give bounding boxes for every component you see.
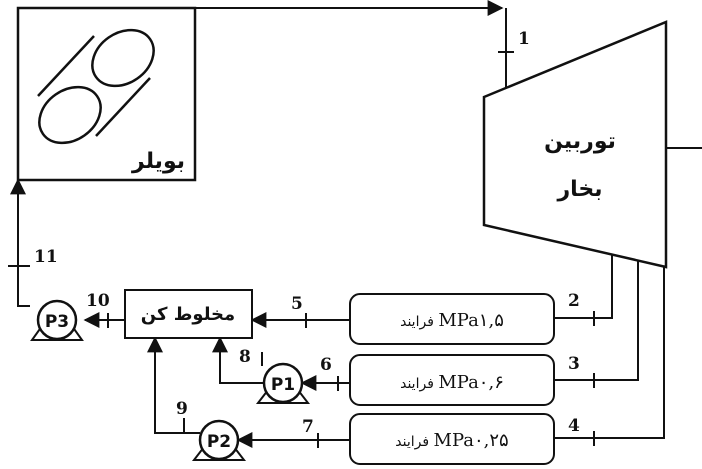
pump-p2-label: P2	[207, 432, 231, 452]
pump-p1: P1	[255, 362, 311, 404]
pump-p1-label: P1	[271, 375, 295, 395]
process-box-1	[349, 293, 555, 345]
state-number-10: 10	[86, 291, 110, 311]
process-2: فرایند MPa۰,۶	[349, 354, 555, 406]
mixer-box	[124, 289, 253, 339]
state-number-6: 6	[320, 355, 332, 375]
process-box-2	[349, 354, 555, 406]
pump-p2-icon	[198, 419, 240, 461]
state-number-8: 8	[239, 347, 251, 367]
boiler-label: بویلر	[131, 149, 185, 174]
process-label-3: فرایند MPa۰,۲۵	[395, 430, 508, 451]
turbine-body	[482, 20, 668, 269]
process-label-1: فرایند MPa۱,۵	[400, 310, 504, 331]
pump-p1-icon	[262, 362, 304, 404]
state-number-11: 11	[34, 247, 58, 267]
state-number-9: 9	[176, 399, 188, 419]
state-number-5: 5	[291, 294, 303, 314]
pump-p3-icon	[36, 299, 78, 341]
turbine-label-line2: بخار	[556, 177, 602, 202]
pipe-extraction-3	[554, 257, 639, 381]
pump-p3-label: P3	[45, 312, 69, 332]
state-ticks	[8, 265, 595, 448]
state-number-1: 1	[518, 29, 530, 49]
process-1: فرایند MPa۱,۵	[349, 293, 555, 345]
state-number-3: 3	[568, 354, 580, 374]
pump-p3: P3	[30, 299, 84, 341]
process-label-2: فرایند MPa۰,۶	[400, 372, 504, 393]
boiler: بویلر	[16, 6, 197, 182]
boiler-box	[16, 6, 197, 182]
state-number-7: 7	[302, 417, 314, 437]
turbine-label-line1: توربین	[544, 129, 616, 154]
mixer: مخلوط کن	[124, 289, 253, 339]
pipe-state-11	[10, 178, 30, 307]
state-number-4: 4	[568, 416, 580, 436]
state-number-2: 2	[568, 291, 580, 311]
pipe-extraction-4	[554, 262, 665, 439]
pipe-state-9	[147, 336, 200, 434]
pump-p2: P2	[191, 419, 247, 461]
pipe-network	[10, 0, 702, 448]
boiler-drum-icon	[37, 28, 155, 145]
process-box-3	[349, 413, 555, 465]
pipe-extraction-2	[604, 252, 613, 319]
state-numbers: 1 2 3 4 5 6 7 8 9 10 11	[34, 29, 580, 437]
process-3: فرایند MPa۰,۲۵	[349, 413, 555, 465]
pipe-state-8	[212, 336, 265, 384]
steam-turbine: توربین بخار	[482, 20, 668, 269]
mixer-label: مخلوط کن	[141, 304, 235, 325]
